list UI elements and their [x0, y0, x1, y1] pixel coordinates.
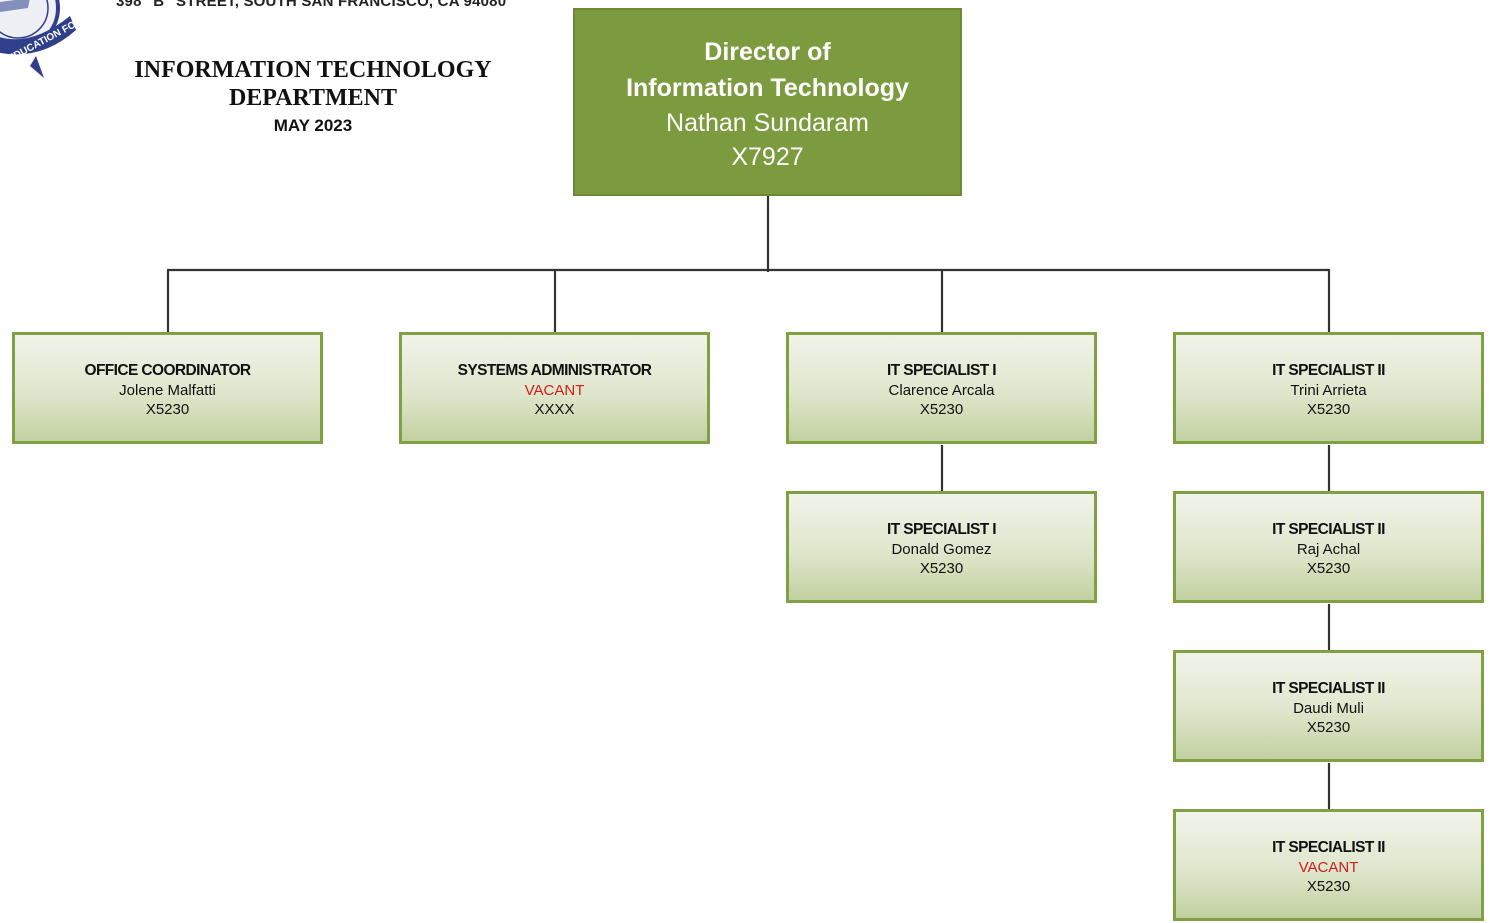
position-extension: X5230 [1306, 401, 1351, 418]
position-name: Trini Arrieta [1290, 382, 1367, 399]
position-name: Donald Gomez [891, 541, 992, 558]
district-address: 398 "B" STREET, SOUTH SAN FRANCISCO, CA … [116, 0, 507, 10]
position-title: IT SPECIALIST II [1272, 521, 1385, 538]
director-name: Nathan Sundaram [666, 109, 869, 137]
position-extension: XXXX [534, 401, 575, 418]
position-box-it-specialist-2-arrieta: IT SPECIALIST II Trini Arrieta X5230 [1173, 332, 1484, 444]
position-title: IT SPECIALIST II [1272, 680, 1385, 697]
director-title-line1: Director of [704, 38, 831, 66]
position-title: IT SPECIALIST I [887, 521, 997, 538]
position-extension: X5230 [1306, 560, 1351, 577]
position-extension: X5230 [1306, 719, 1351, 736]
position-title: IT SPECIALIST II [1272, 362, 1385, 379]
position-box-it-specialist-2-achal: IT SPECIALIST II Raj Achal X5230 [1173, 491, 1484, 603]
position-extension: X5230 [145, 401, 190, 418]
chart-date: MAY 2023 [273, 116, 353, 135]
position-name: Raj Achal [1296, 541, 1361, 558]
position-box-it-specialist-1-arcala: IT SPECIALIST I Clarence Arcala X5230 [786, 332, 1097, 444]
director-title-line2: Information Technology [626, 74, 909, 102]
director-extension: X7927 [731, 143, 804, 171]
position-box-systems-administrator: SYSTEMS ADMINISTRATOR VACANT XXXX [399, 332, 710, 444]
position-name-vacant: VACANT [524, 382, 585, 399]
position-box-it-specialist-1-gomez: IT SPECIALIST I Donald Gomez X5230 [786, 491, 1097, 603]
position-name-vacant: VACANT [1298, 859, 1359, 876]
position-extension: X5230 [1306, 878, 1351, 895]
department-title: INFORMATION TECHNOLOGY DEPARTMENT [112, 56, 514, 112]
position-name: Daudi Muli [1293, 700, 1364, 717]
position-extension: X5230 [919, 560, 964, 577]
position-title: IT SPECIALIST II [1272, 839, 1385, 856]
department-title-line1: INFORMATION TECHNOLOGY [134, 57, 492, 83]
position-title: IT SPECIALIST I [887, 362, 997, 379]
position-box-it-specialist-2-vacant: IT SPECIALIST II VACANT X5230 [1173, 809, 1484, 921]
director-title: Director of Information Technology [575, 34, 960, 106]
position-name: Clarence Arcala [888, 382, 995, 399]
position-box-it-specialist-2-muli: IT SPECIALIST II Daudi Muli X5230 [1173, 650, 1484, 762]
position-name: Jolene Malfatti [119, 382, 216, 399]
position-title: SYSTEMS ADMINISTRATOR [457, 362, 652, 379]
position-title: OFFICE COORDINATOR [84, 362, 251, 379]
position-extension: X5230 [919, 401, 964, 418]
position-box-office-coordinator: OFFICE COORDINATOR Jolene Malfatti X5230 [12, 332, 323, 444]
director-box: Director of Information Technology Natha… [573, 8, 962, 196]
department-title-line2: DEPARTMENT [228, 85, 398, 111]
district-seal-logo: EDUCATION FOR ALL [0, 0, 80, 78]
